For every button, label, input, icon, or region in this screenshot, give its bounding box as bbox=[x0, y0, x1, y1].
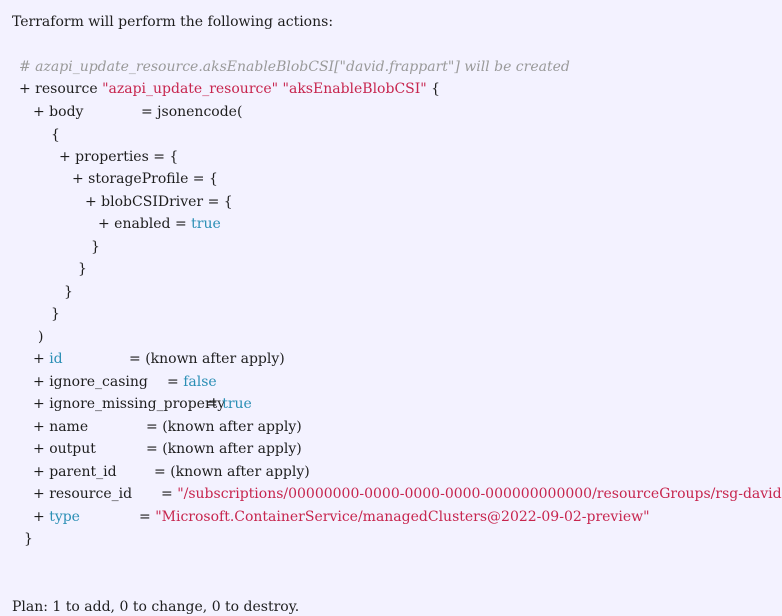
close-brace-blob: } bbox=[91, 239, 100, 255]
plus-sign: + bbox=[33, 441, 50, 457]
attribute-value-type: = "Microsoft.ContainerService/managedClu… bbox=[139, 508, 650, 526]
close-brace-properties: } bbox=[64, 284, 73, 300]
attribute-value-ignore-casing: = false bbox=[167, 373, 217, 391]
equals-sign: = bbox=[146, 441, 163, 457]
resource-comment: # azapi_update_resource.aksEnableBlobCSI… bbox=[19, 59, 570, 75]
resource-open-brace: { bbox=[426, 81, 441, 97]
attribute-key: ignore_casing bbox=[49, 374, 148, 390]
attribute-row-name: + name bbox=[33, 418, 88, 436]
plus-sign: + bbox=[33, 351, 50, 367]
attribute-value: "Microsoft.ContainerService/managedClust… bbox=[155, 509, 650, 525]
attribute-key: type bbox=[49, 509, 80, 525]
attribute-value: true bbox=[222, 396, 252, 412]
storage-profile-line: + storageProfile = { bbox=[72, 171, 218, 187]
plus-sign: + bbox=[33, 509, 50, 525]
attribute-key: output bbox=[49, 441, 96, 457]
equals-sign: = bbox=[154, 464, 171, 480]
attribute-key: parent_id bbox=[49, 464, 117, 480]
attribute-row-resource-id: + resource_id bbox=[33, 485, 132, 503]
attribute-key: ignore_missing_property bbox=[49, 396, 226, 412]
attribute-value-output: = (known after apply) bbox=[146, 440, 302, 458]
properties-line: + properties = { bbox=[59, 149, 179, 165]
attribute-key: resource_id bbox=[49, 486, 133, 502]
resource-close-brace: } bbox=[24, 531, 33, 547]
attribute-value-parent-id: = (known after apply) bbox=[154, 463, 310, 481]
attribute-value: false bbox=[183, 374, 217, 390]
enabled-line: + enabled = true bbox=[98, 215, 221, 233]
equals-sign: = bbox=[146, 419, 163, 435]
plus-sign: + bbox=[33, 374, 50, 390]
attribute-value-id: = (known after apply) bbox=[129, 350, 285, 368]
body-open-brace: { bbox=[51, 127, 60, 143]
plus-sign: + bbox=[33, 396, 50, 412]
plus-sign: + bbox=[33, 419, 50, 435]
resource-declaration: + resource "azapi_update_resource" "aksE… bbox=[19, 80, 440, 98]
equals-sign: = bbox=[161, 486, 178, 502]
intro-text: Terraform will perform the following act… bbox=[12, 14, 334, 30]
plus-sign: + bbox=[33, 486, 50, 502]
attribute-row-parent-id: + parent_id bbox=[33, 463, 117, 481]
attribute-row-id: + id bbox=[33, 350, 63, 368]
close-brace-storage: } bbox=[78, 261, 87, 277]
resource-prefix: + resource bbox=[19, 81, 103, 97]
attribute-key: id bbox=[49, 351, 63, 367]
resource-name: "aksEnableBlobCSI" bbox=[282, 81, 427, 97]
close-paren: ) bbox=[38, 329, 44, 345]
attribute-value-resource-id: = "/subscriptions/00000000-0000-0000-000… bbox=[161, 485, 782, 503]
blob-csi-driver-line: + blobCSIDriver = { bbox=[85, 194, 233, 210]
attribute-value: (known after apply) bbox=[145, 351, 285, 367]
attribute-value: (known after apply) bbox=[162, 419, 302, 435]
equals-sign: = bbox=[206, 396, 223, 412]
attribute-value: (known after apply) bbox=[170, 464, 310, 480]
resource-type: "azapi_update_resource" bbox=[102, 81, 279, 97]
attribute-row-ignore-missing-property: + ignore_missing_property bbox=[33, 395, 225, 413]
attribute-value-ignore-missing-property: = true bbox=[206, 395, 252, 413]
equals-sign: = bbox=[129, 351, 146, 367]
equals-sign: = bbox=[139, 509, 156, 525]
enabled-value: true bbox=[191, 216, 221, 232]
attribute-row-ignore-casing: + ignore_casing bbox=[33, 373, 148, 391]
attribute-value-name: = (known after apply) bbox=[146, 418, 302, 436]
enabled-label: + enabled = bbox=[98, 216, 192, 232]
body-jsonencode: = jsonencode( bbox=[141, 104, 243, 120]
plus-sign: + bbox=[33, 464, 50, 480]
body-label: + body bbox=[33, 104, 84, 120]
attribute-row-type: + type bbox=[33, 508, 80, 526]
attribute-value: (known after apply) bbox=[162, 441, 302, 457]
attribute-row-output: + output bbox=[33, 440, 96, 458]
close-brace-body: } bbox=[51, 306, 60, 322]
attribute-key: name bbox=[49, 419, 89, 435]
plan-summary: Plan: 1 to add, 0 to change, 0 to destro… bbox=[12, 599, 300, 615]
equals-sign: = bbox=[167, 374, 184, 390]
attribute-value: "/subscriptions/00000000-0000-0000-0000-… bbox=[177, 486, 782, 502]
